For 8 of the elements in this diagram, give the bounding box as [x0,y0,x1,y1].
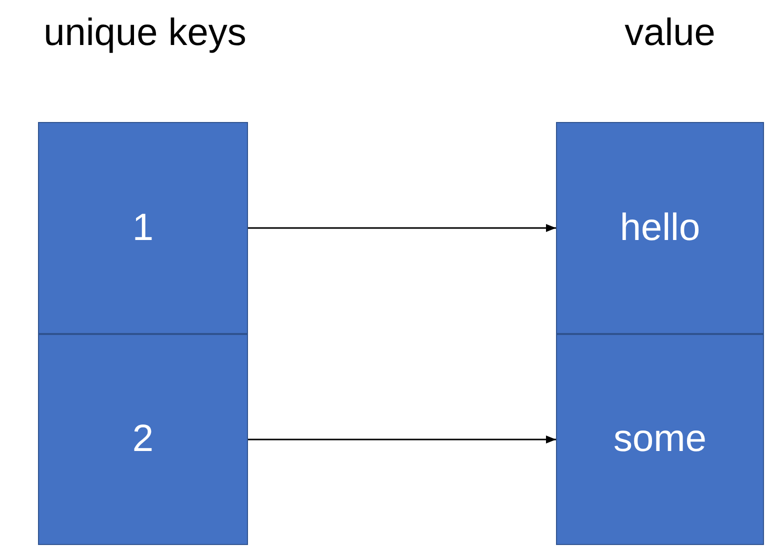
table-cell: 2 [38,334,248,545]
column-heading: unique keys [42,14,248,52]
table-cell: some [556,334,764,545]
arrow [248,436,556,444]
table-cell: hello [556,122,764,334]
table-cell: 1 [38,122,248,334]
arrow [248,224,556,232]
column-heading: value [624,14,716,52]
